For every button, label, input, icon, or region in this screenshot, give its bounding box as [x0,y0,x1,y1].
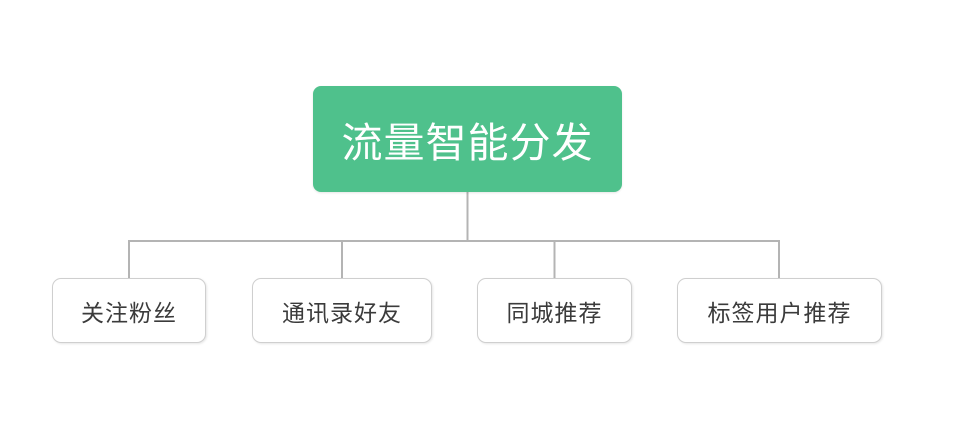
child-node-2-label: 通讯录好友 [282,299,402,326]
root-node-label: 流量智能分发 [341,120,594,166]
root-node[interactable]: 流量智能分发 [313,86,622,192]
child-node-3[interactable]: 同城推荐 [477,278,632,343]
child-node-1[interactable]: 关注粉丝 [52,278,206,343]
child-node-4[interactable]: 标签用户推荐 [677,278,882,343]
child-node-4-label: 标签用户推荐 [707,299,852,326]
child-node-2[interactable]: 通讯录好友 [252,278,432,343]
child-node-3-label: 同城推荐 [506,299,603,326]
child-node-1-label: 关注粉丝 [81,299,177,326]
